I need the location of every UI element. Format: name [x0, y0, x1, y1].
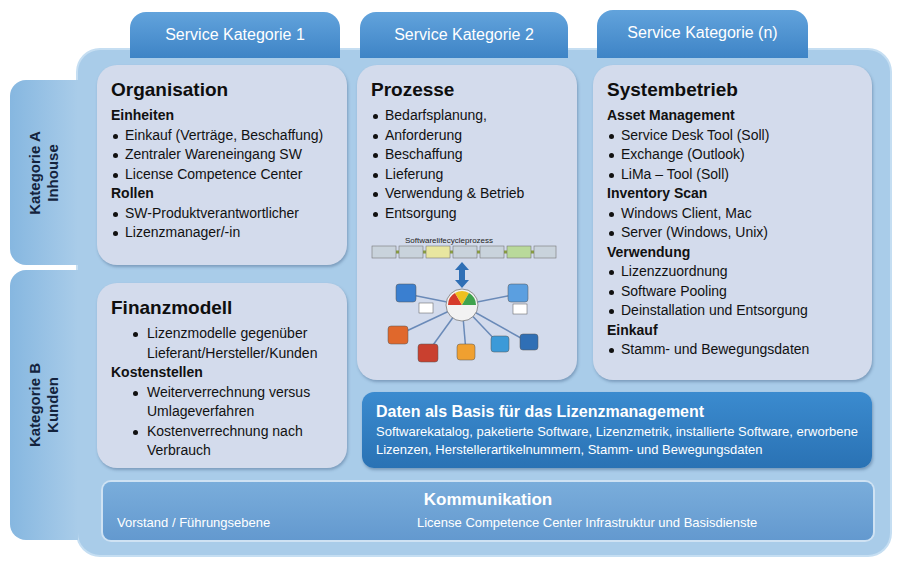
column-tab: Service Kategorie (n) — [597, 10, 808, 58]
process-chain — [372, 246, 556, 258]
box-text: Software Pooling — [607, 282, 860, 302]
box-text: Exchange (Outlook) — [607, 145, 860, 165]
box-text: Verwendung & Betrieb — [371, 184, 565, 204]
box-heading: Daten als Basis für das Lizenzmanagement — [376, 401, 860, 423]
box-text: SW-Produktverantwortlicher — [111, 204, 335, 224]
column-tab: Service Kategorie 1 — [130, 12, 340, 58]
box-heading: Kommunikation — [103, 490, 873, 510]
box-text: Lizenzmodelle gegenüber Lieferant/Herste… — [111, 324, 335, 363]
column-tab: Service Kategorie 2 — [360, 12, 568, 58]
box-text: Vorstand / Führungsebene — [117, 515, 270, 530]
box-text: Verwendung — [607, 243, 860, 263]
box-text: License Competence Center — [111, 165, 335, 185]
box-heading: Service Kategorie (n) — [597, 24, 808, 42]
box-text: Zentraler Wareneingang SW — [111, 145, 335, 165]
box-text: Einheiten — [111, 106, 335, 126]
box-text: Einkauf — [607, 321, 860, 341]
box-heading: Prozesse — [371, 77, 565, 103]
box-text: Inventory Scan — [607, 184, 860, 204]
box-text: Rollen — [111, 184, 335, 204]
box-heading: Organisation — [111, 77, 335, 103]
box-text: Service Desk Tool (Soll) — [607, 126, 860, 146]
box-text: License Competence Center Infrastruktur … — [417, 515, 757, 530]
box-heading: Service Kategorie 1 — [130, 26, 340, 44]
row-tab: Kategorie B Kunden — [10, 270, 78, 540]
box-text: Entsorgung — [371, 204, 565, 224]
box-heading: Systembetrieb — [607, 77, 860, 103]
double-arrow — [455, 262, 469, 288]
box-text: Asset Management — [607, 106, 860, 126]
box-text: Lizenzmanager/-in — [111, 223, 335, 243]
box-text: Windows Client, Mac — [607, 204, 860, 224]
box-text: Deinstallation und Entsorgung — [607, 301, 860, 321]
center-gauge — [446, 289, 478, 321]
category-box: SystembetriebAsset ManagementService Des… — [593, 65, 872, 380]
category-box: FinanzmodellLizenzmodelle gegenüber Lief… — [97, 283, 347, 468]
box-heading: Kategorie A Inhouse — [26, 118, 62, 228]
box-text: Anforderung — [371, 126, 565, 146]
box-text: LiMa – Tool (Soll) — [607, 165, 860, 185]
box-text: Lizenzzuordnung — [607, 262, 860, 282]
box-text: Bedarfsplanung, — [371, 106, 565, 126]
data-band: Daten als Basis für das Lizenzmanagement… — [362, 392, 872, 468]
box-text: Stamm- und Bewegungsdaten — [607, 340, 860, 360]
communication-band: KommunikationVorstand / Führungsebene Lic… — [103, 482, 873, 540]
illustration-title: Softwarelifecycleprozess — [405, 236, 493, 245]
box-text: Beschaffung — [371, 145, 565, 165]
box-text: Kostenstellen — [111, 363, 335, 383]
box-text: Kostenverrechnung nach Verbrauch — [111, 422, 335, 461]
box-text: Einkauf (Verträge, Beschaffung) — [111, 126, 335, 146]
box-text: Lieferung — [371, 165, 565, 185]
box-heading: Service Kategorie 2 — [360, 26, 568, 44]
box-text: Softwarekatalog, paketierte Software, Li… — [376, 423, 860, 459]
box-heading: Finanzmodell — [111, 295, 335, 321]
lifecycle-icons — [388, 284, 538, 362]
box-text: Weiterverrechnung versus Umlageverfahren — [111, 383, 335, 422]
box-heading: Kategorie B Kunden — [26, 350, 62, 460]
row-tab: Kategorie A Inhouse — [10, 80, 78, 265]
box-text: Server (Windows, Unix) — [607, 223, 860, 243]
category-box: OrganisationEinheitenEinkauf (Verträge, … — [97, 65, 347, 265]
